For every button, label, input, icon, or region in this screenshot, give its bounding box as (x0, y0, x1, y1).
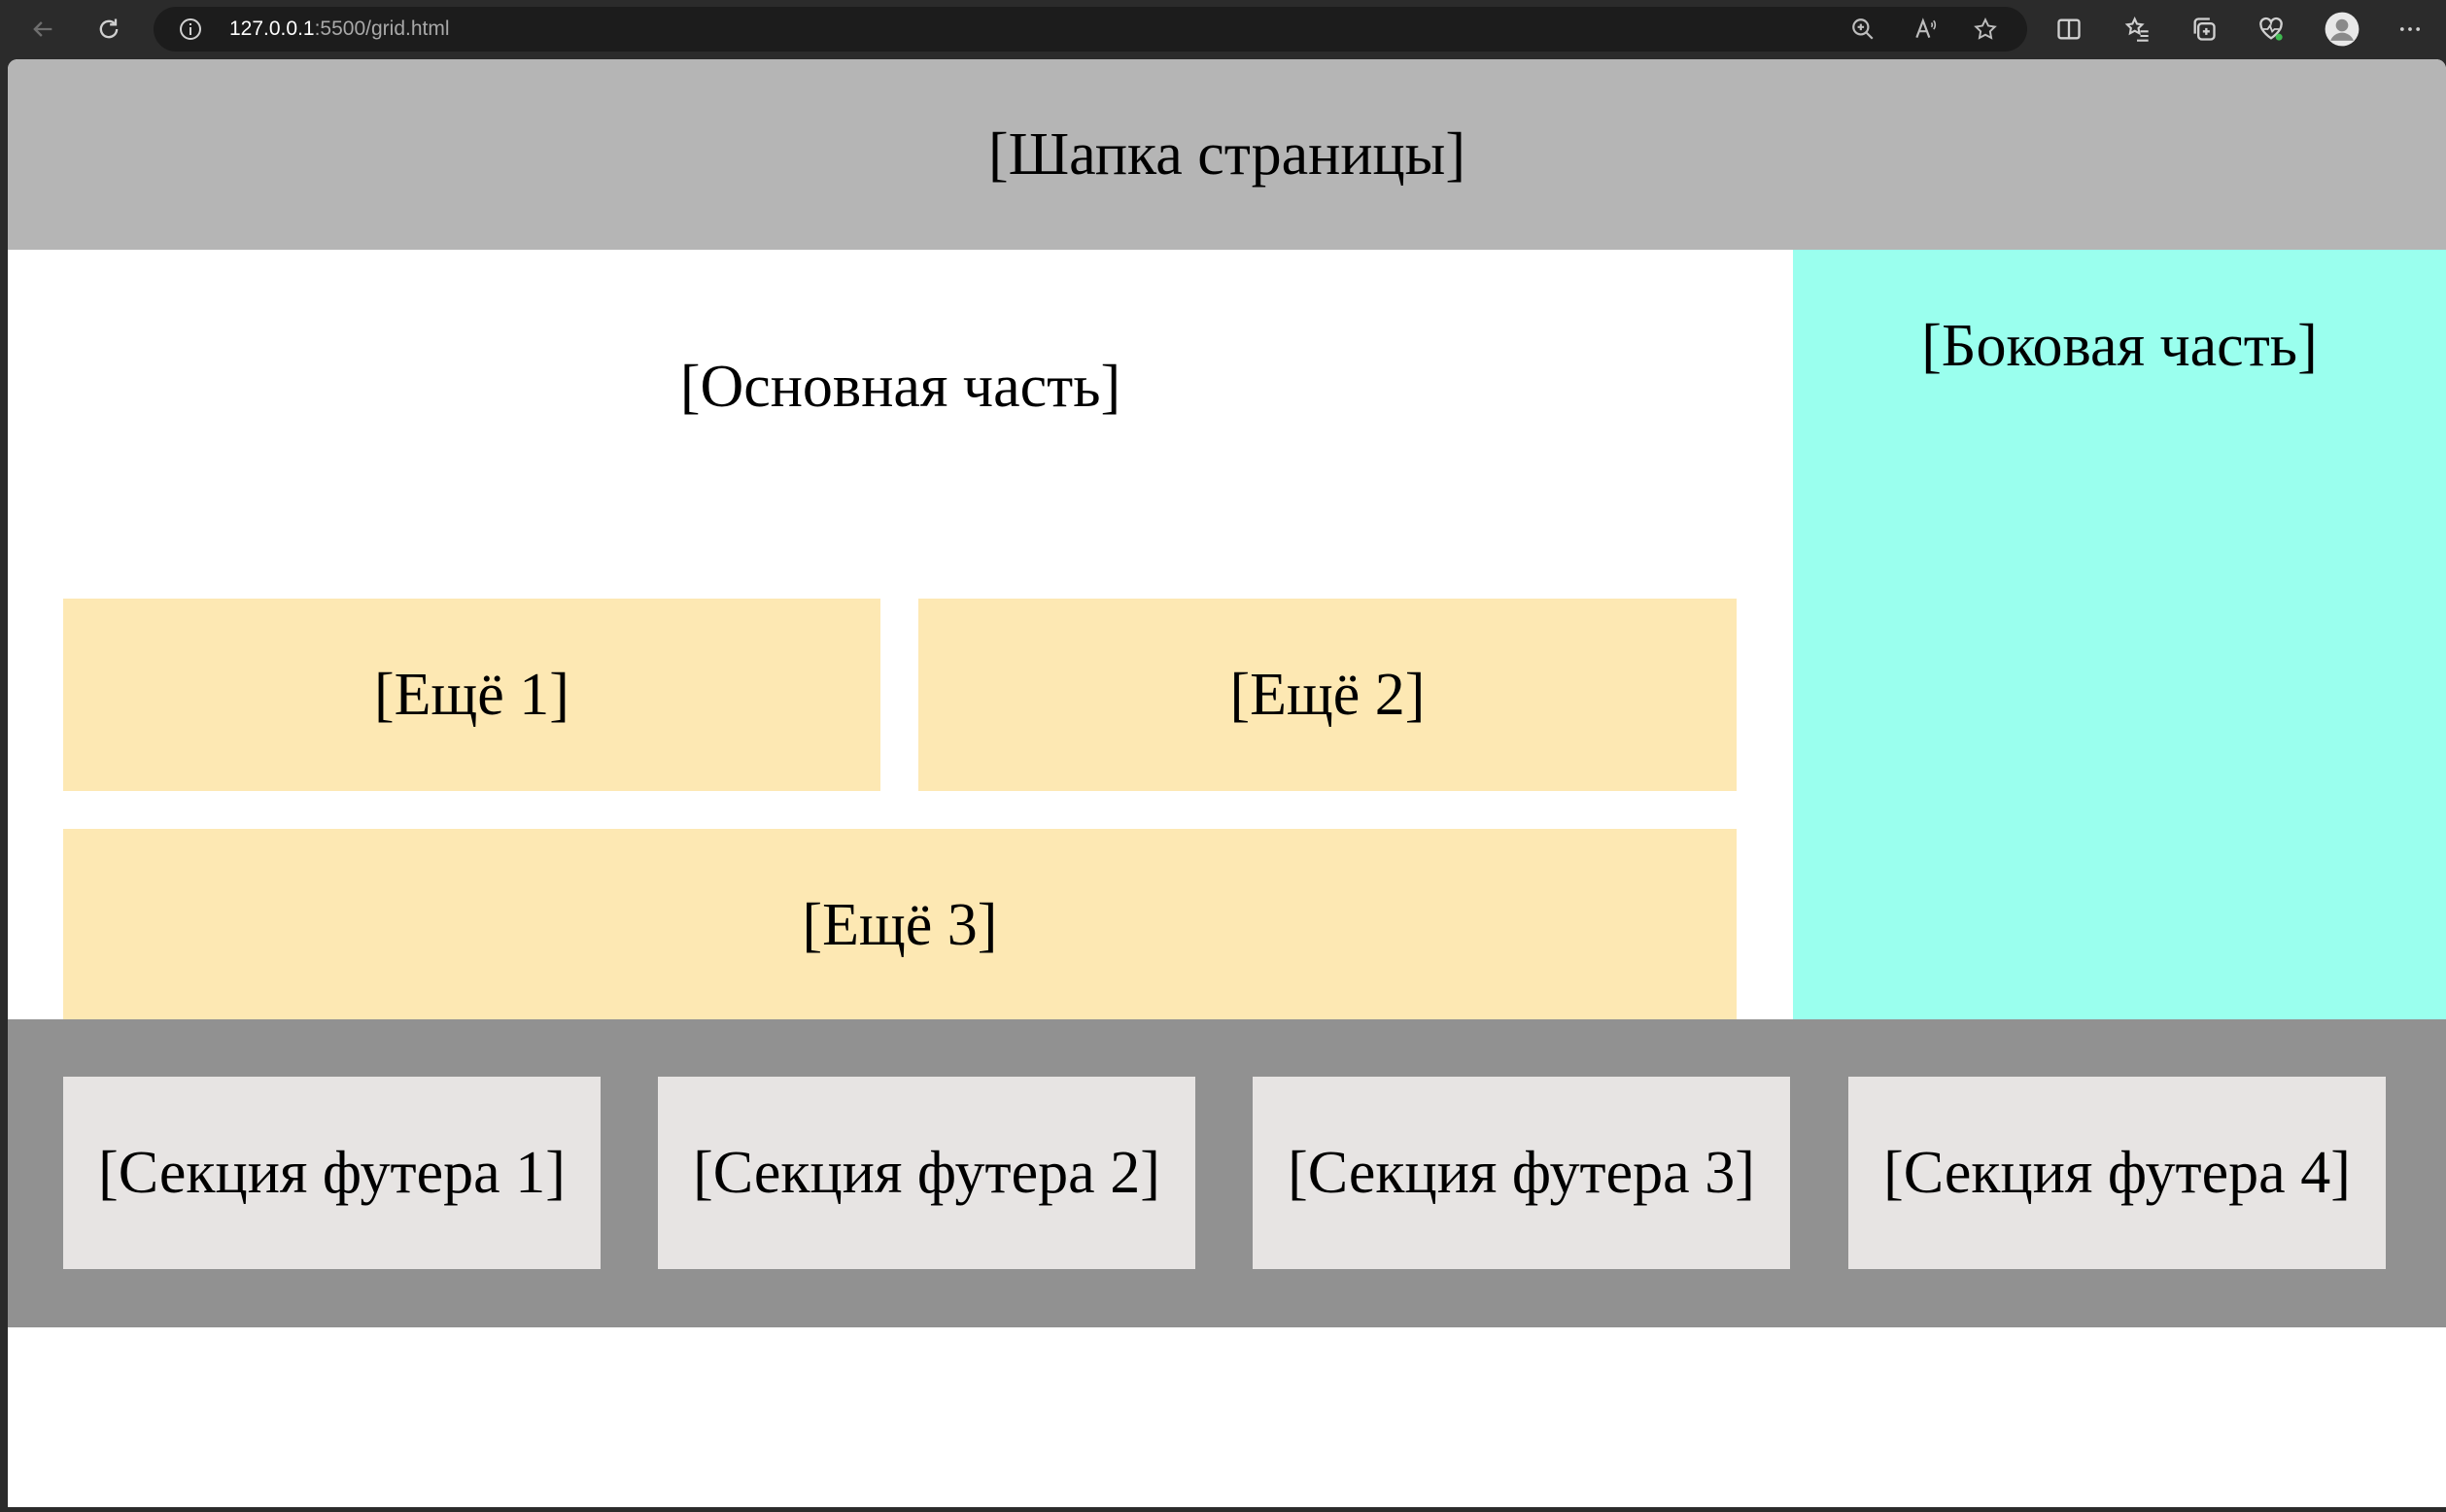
back-icon (33, 21, 52, 37)
footer-section-2-label: [Секция футера 2] (693, 1139, 1160, 1206)
more-icon (2399, 27, 2421, 31)
more-block-2: [Ещё 2] (918, 599, 1737, 791)
header-text: [Шапка страницы] (987, 120, 1465, 188)
info-icon[interactable] (179, 17, 202, 41)
more-block-1: [Ещё 1] (63, 599, 880, 791)
more-button[interactable] (2391, 10, 2429, 49)
footer-section-4-label: [Секция футера 4] (1883, 1139, 2351, 1206)
footer-section-1-label: [Секция футера 1] (98, 1139, 566, 1206)
collections-button[interactable] (2185, 10, 2223, 49)
page-viewport: [Шапка страницы] [Основная часть] [Ещё 1… (8, 59, 2446, 1507)
page-header: [Шапка страницы] (8, 59, 2446, 250)
profile-button[interactable] (2323, 10, 2361, 49)
more-block-3-label: [Ещё 3] (802, 891, 998, 958)
browser-toolbar: 127.0.0.1:5500/grid.html (0, 0, 2446, 58)
health-icon (2259, 17, 2283, 41)
split-screen-icon (2057, 18, 2081, 40)
zoom-icon[interactable] (1850, 17, 1876, 42)
back-button[interactable] (23, 10, 62, 49)
health-button[interactable] (2252, 10, 2291, 49)
more-block-2-label: [Ещё 2] (1229, 661, 1426, 728)
split-screen-button[interactable] (2050, 10, 2088, 49)
footer-section-3: [Секция футера 3] (1253, 1077, 1790, 1269)
footer-section-1: [Секция футера 1] (63, 1077, 601, 1269)
favorites-button[interactable] (2118, 10, 2156, 49)
sidebar-title: [Боковая часть] (1921, 313, 2318, 379)
footer-section-2: [Секция футера 2] (658, 1077, 1195, 1269)
main-section: [Основная часть] [Ещё 1] [Ещё 2] [Ещё 3] (8, 250, 1793, 1021)
collections-icon (2193, 17, 2216, 41)
main-title: [Основная часть] (679, 354, 1121, 420)
more-block-1-label: [Ещё 1] (374, 661, 569, 728)
address-bar[interactable]: 127.0.0.1:5500/grid.html (154, 7, 2027, 52)
sidebar: [Боковая часть] (1793, 250, 2446, 1019)
favorite-star-icon[interactable] (1973, 17, 1998, 42)
read-aloud-icon[interactable] (1912, 17, 1938, 42)
footer-section-3-label: [Секция футера 3] (1288, 1139, 1755, 1206)
reload-icon (99, 18, 119, 39)
url-text: 127.0.0.1:5500/grid.html (229, 17, 450, 40)
reload-button[interactable] (89, 10, 128, 49)
page-footer: [Секция футера 1] [Секция футера 2] [Сек… (8, 1019, 2446, 1327)
page-bottom-area (8, 1327, 2446, 1507)
profile-avatar-icon (2325, 12, 2360, 47)
favorites-icon (2124, 17, 2149, 42)
more-block-3: [Ещё 3] (63, 829, 1737, 1021)
footer-section-4: [Секция футера 4] (1848, 1077, 2386, 1269)
